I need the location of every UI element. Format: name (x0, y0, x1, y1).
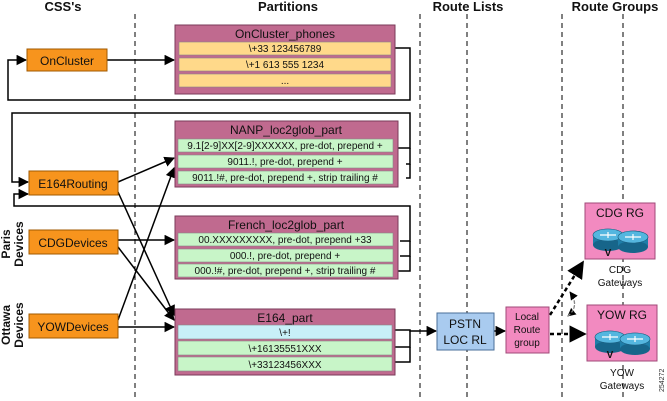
css-box-oncluster: OnCluster (26, 48, 108, 72)
svg-text:\+33 123456789: \+33 123456789 (249, 44, 322, 55)
route-list-pstn-loc-rl: PSTN LOC RL (436, 312, 495, 351)
cdg-gateways-caption: CDG Gateways (598, 265, 642, 289)
header-partitions: Partitions (258, 0, 318, 14)
svg-text:000.!#, pre-dot, prepend +, st: 000.!#, pre-dot, prepend +, strip traili… (195, 266, 376, 277)
header-route-lists: Route Lists (433, 0, 504, 14)
svg-text:Devices: Devices (12, 221, 26, 267)
svg-text:Local: Local (515, 312, 539, 323)
partition-french: French_loc2glob_part 00.XXXXXXXXX, pre-d… (174, 215, 399, 280)
route-group-title: YOW RG (597, 308, 647, 322)
router-icon (592, 228, 624, 251)
partition-nanp: NANP_loc2glob_part 9.1[2-9]XX[2-9]XXXXXX… (174, 120, 399, 188)
svg-text:Gateways: Gateways (600, 381, 644, 392)
route-group-yow: YOW RG V (586, 304, 658, 362)
svg-text:\+!: \+! (279, 328, 290, 339)
svg-text:9.1[2-9]XX[2-9]XXXXXX, pre-dot: 9.1[2-9]XX[2-9]XXXXXX, pre-dot, prepend … (187, 141, 383, 152)
svg-text:CDG: CDG (609, 265, 631, 276)
svg-text:CDGDevices: CDGDevices (38, 236, 107, 250)
partition-row (177, 232, 394, 247)
partition-row (178, 57, 392, 72)
css-box-yowdevices: YOWDevices (28, 313, 119, 339)
partition-row (177, 324, 393, 340)
router-icon (617, 230, 649, 253)
svg-text:LOC RL: LOC RL (443, 333, 487, 347)
route-group-title: CDG RG (596, 206, 644, 220)
partition-row (177, 154, 394, 169)
header-css: CSS's (44, 0, 81, 14)
partition-row (177, 138, 394, 153)
header-route-groups: Route Groups (572, 0, 659, 14)
partition-title: E164_part (257, 311, 313, 325)
partition-row (177, 263, 394, 278)
partition-row (178, 41, 392, 56)
svg-text:00.XXXXXXXXX, pre-dot, prepend: 00.XXXXXXXXX, pre-dot, prepend +33 (198, 235, 372, 246)
css-box-cdgdevices: CDGDevices (28, 229, 119, 255)
router-icon (619, 332, 651, 355)
partition-title: French_loc2glob_part (228, 218, 345, 232)
yow-gateways-caption: YOW Gateways (600, 368, 644, 392)
side-label-ottawa: Ottawa Devices (0, 302, 26, 348)
svg-text:Paris: Paris (0, 229, 13, 259)
svg-text:E164Routing: E164Routing (38, 177, 107, 191)
router-glyph: V (605, 248, 612, 259)
partition-oncluster-phones: OnCluster_phones \+33 123456789 \+1 613 … (174, 24, 396, 95)
connectors (7, 47, 507, 363)
partition-row (178, 73, 392, 88)
partition-row (177, 340, 393, 356)
svg-text:YOW: YOW (610, 368, 634, 379)
local-route-group: Local Route group (505, 306, 550, 354)
svg-text:Ottawa: Ottawa (0, 305, 13, 345)
partition-title: NANP_loc2glob_part (230, 123, 343, 137)
svg-text:\+1 613 555 1234: \+1 613 555 1234 (246, 60, 325, 71)
side-label-paris: Paris Devices (0, 221, 26, 267)
svg-text:9011.!#, pre-dot, prepend +, s: 9011.!#, pre-dot, prepend +, strip trail… (192, 173, 378, 184)
svg-text:\+16135551XXX: \+16135551XXX (248, 344, 321, 355)
partition-e164: E164_part \+! \+16135551XXX \+33123456XX… (174, 308, 396, 376)
figure-id: 254272 (659, 369, 666, 392)
svg-text:group: group (514, 338, 540, 349)
partition-title: OnCluster_phones (235, 27, 335, 41)
svg-text:OnCluster: OnCluster (40, 54, 94, 68)
svg-text:YOWDevices: YOWDevices (37, 320, 108, 334)
svg-text:Devices: Devices (12, 302, 26, 348)
router-glyph: V (607, 350, 614, 361)
failover-arc (567, 291, 578, 317)
router-icon (594, 330, 626, 353)
svg-text:\+33123456XXX: \+33123456XXX (248, 360, 321, 371)
css-box-e164routing: E164Routing (28, 170, 119, 196)
partition-row (177, 248, 394, 263)
svg-text:9011.!, pre-dot, prepend +: 9011.!, pre-dot, prepend + (227, 157, 342, 168)
partition-row (177, 356, 393, 372)
dashed-connectors (548, 260, 587, 343)
svg-text:Route: Route (514, 325, 541, 336)
svg-text:...: ... (281, 76, 289, 87)
route-group-cdg: CDG RG V (584, 202, 656, 260)
svg-text:000.!, pre-dot, prepend +: 000.!, pre-dot, prepend + (230, 251, 341, 262)
column-headers: CSS's Partitions Route Lists Route Group… (44, 0, 658, 14)
svg-text:PSTN: PSTN (449, 317, 481, 331)
svg-text:Gateways: Gateways (598, 278, 642, 289)
partition-row (177, 170, 394, 185)
